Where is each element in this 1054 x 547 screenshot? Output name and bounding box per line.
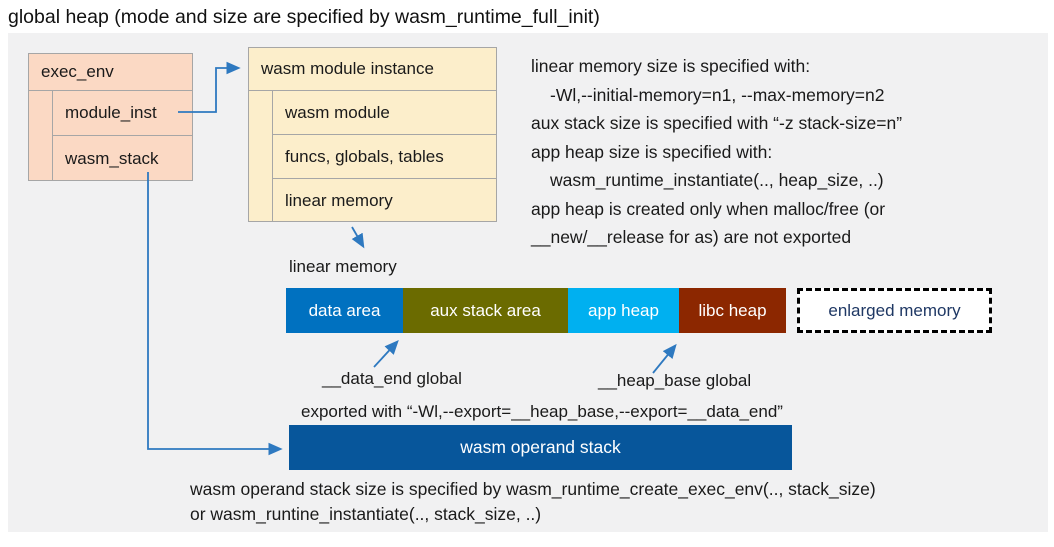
linear-memory-bar: data area aux stack area app heap libc h… bbox=[286, 288, 786, 333]
module-instance-row-wasm-module: wasm module bbox=[273, 91, 497, 135]
module-instance-row-funcs-globals-tables: funcs, globals, tables bbox=[273, 135, 497, 179]
module-instance-row-linear-memory: linear memory bbox=[285, 190, 393, 210]
exec-env-gutter bbox=[29, 91, 53, 181]
note-line: -Wl,--initial-memory=n1, --max-memory=n2 bbox=[550, 84, 885, 105]
wasm-operand-stack-bar: wasm operand stack bbox=[289, 425, 792, 470]
note-line: app heap size is specified with: bbox=[531, 141, 773, 162]
heap-base-global-label: __heap_base global bbox=[598, 371, 752, 390]
segment-data-area: data area bbox=[286, 288, 403, 333]
exec-env-row-module-inst: module_inst bbox=[53, 91, 193, 136]
footer-line: or wasm_runtine_instantiate(.., stack_si… bbox=[190, 504, 542, 524]
export-flags-label: exported with “-Wl,--export=__heap_base,… bbox=[301, 402, 783, 421]
footer-line: wasm operand stack size is specified by … bbox=[190, 479, 876, 499]
data-end-global-label: __data_end global bbox=[322, 369, 462, 388]
exec-env-row-wasm-stack: wasm_stack bbox=[65, 148, 159, 168]
note-line: __new/__release for as) are not exported bbox=[531, 227, 852, 247]
operand-stack-size-notes: wasm operand stack size is specified by … bbox=[190, 477, 876, 527]
exec-env-header: exec_env bbox=[29, 54, 192, 91]
wasm-module-instance-box: wasm module instance wasm module funcs, … bbox=[248, 47, 497, 222]
note-line: linear memory size is specified with: bbox=[531, 56, 811, 76]
segment-libc-heap: libc heap bbox=[679, 288, 786, 333]
note-line: wasm_runtime_instantiate(.., heap_size, … bbox=[550, 170, 884, 190]
segment-app-heap: app heap bbox=[568, 288, 679, 333]
wasm-module-instance-header: wasm module instance bbox=[249, 48, 496, 91]
segment-aux-stack-area: aux stack area bbox=[403, 288, 568, 333]
note-line: aux stack size is specified with “-z sta… bbox=[531, 113, 903, 133]
memory-size-notes: linear memory size is specified with: -W… bbox=[531, 52, 902, 252]
exec-env-box: exec_env module_inst wasm_stack bbox=[28, 53, 193, 181]
linear-memory-label: linear memory bbox=[289, 257, 397, 276]
wasm-module-instance-gutter bbox=[249, 91, 273, 222]
diagram-title: global heap (mode and size are specified… bbox=[8, 6, 600, 28]
note-line: app heap is created only when malloc/fre… bbox=[531, 198, 886, 219]
segment-enlarged-memory: enlarged memory bbox=[797, 288, 992, 333]
